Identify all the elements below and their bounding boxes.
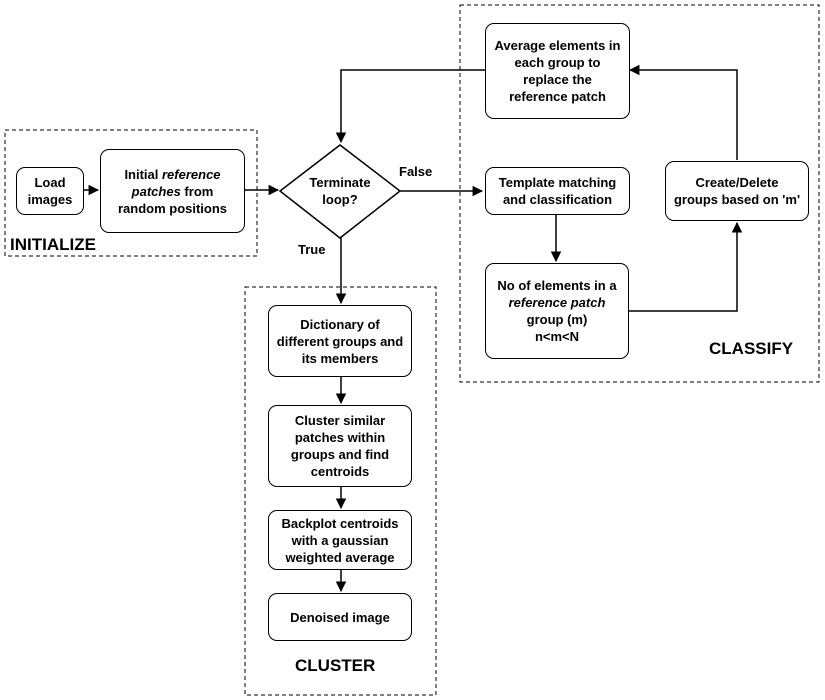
initialize-label: INITIALIZE (10, 235, 96, 254)
create-delete-line-2: groups based on 'm' (673, 192, 801, 207)
terminate-loop-diamond (278, 144, 402, 239)
denoised-line-1: Denoised image (290, 609, 390, 625)
backplot-line-3: weighted average (285, 549, 395, 565)
cluster-similar-line-3: groups and find (290, 447, 390, 462)
backplot-line-1: Backplot centroids (281, 515, 399, 531)
initial-patches-line-3: random positions (117, 200, 228, 216)
no-of-elements-line-1: No of elements in a (497, 278, 617, 293)
cluster-similar-line-1: Cluster similar (294, 413, 386, 428)
no-of-elements-line-4: n<m<N (534, 329, 580, 344)
backplot-centroids-node: Backplot centroids with a gaussian weigh… (268, 510, 412, 570)
classify-label: CLASSIFY (709, 339, 794, 358)
dictionary-line-3: its members (301, 350, 379, 366)
cluster-similar-node: Cluster similar patches within groups an… (268, 405, 412, 487)
arrow-create-to-average (628, 64, 738, 160)
no-of-elements-line-2: reference patch (508, 295, 606, 310)
load-images-node: Load images (16, 167, 84, 215)
true-edge-label: True (298, 242, 326, 257)
dictionary-line-2: different groups and (276, 333, 404, 349)
no-of-elements-line-3: group (m) (526, 312, 588, 327)
initial-patches-line-1: Initial reference (124, 166, 220, 183)
cluster-group-border (244, 286, 437, 696)
initial-patches-line-1-italic: reference (162, 166, 221, 182)
terminate-loop-text: Terminate loop? (295, 174, 385, 208)
initial-patches-line-2-text: from (180, 183, 214, 199)
average-elements-line-3: replace the (523, 72, 592, 87)
create-delete-groups-node: Create/Delete groups based on 'm' (665, 161, 809, 221)
dictionary-line-1: Dictionary of (300, 316, 380, 332)
average-elements-line-1: Average elements in (494, 38, 621, 53)
template-matching-line-1: Template matching (498, 175, 617, 190)
create-delete-line-1: Create/Delete (695, 175, 779, 190)
denoised-image-node: Denoised image (268, 593, 412, 641)
template-matching-line-2: and classification (502, 192, 613, 207)
average-elements-node: Average elements in each group to replac… (485, 23, 630, 119)
template-matching-node: Template matching and classification (485, 167, 630, 215)
no-of-elements-node: No of elements in a reference patch grou… (485, 263, 629, 359)
backplot-line-2: with a gaussian (291, 532, 389, 548)
initial-patches-line-1-text: Initial (124, 166, 162, 182)
initialize-group-border (4, 129, 258, 257)
arrow-average-to-terminate (335, 69, 485, 144)
cluster-similar-line-4: centroids (310, 464, 370, 479)
arrow-no-of-elements-to-create (628, 221, 743, 312)
initial-patches-line-2-italic: patches (131, 183, 181, 199)
terminate-loop-line-1: Terminate (309, 175, 371, 190)
terminate-loop-line-2: loop? (322, 192, 358, 207)
cluster-label: CLUSTER (295, 656, 376, 675)
load-images-line-1: Load (34, 175, 66, 190)
initial-patches-line-2: patches from (132, 183, 214, 200)
load-images-line-2: images (27, 192, 73, 207)
false-edge-label: False (399, 164, 433, 179)
cluster-similar-line-2: patches within (294, 430, 386, 445)
initial-reference-patches-node: Initial reference patches from random po… (100, 149, 245, 233)
average-elements-line-4: reference patch (509, 89, 606, 104)
classify-group-border (459, 4, 820, 383)
dictionary-node: Dictionary of different groups and its m… (268, 305, 412, 377)
average-elements-line-2: each group to (514, 55, 601, 70)
